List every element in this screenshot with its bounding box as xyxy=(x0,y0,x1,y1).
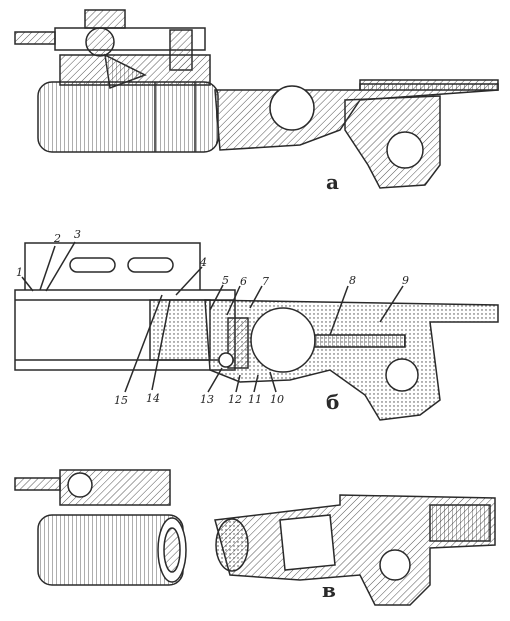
figure-c-caption: в xyxy=(322,578,336,602)
callout-5: 5 xyxy=(222,274,229,287)
callout-7: 7 xyxy=(262,275,269,288)
callout-8: 8 xyxy=(349,274,356,287)
figure-b-caption: б xyxy=(326,390,340,414)
callout-11: 11 xyxy=(248,393,262,406)
callout-3: 3 xyxy=(74,228,81,241)
callout-12: 12 xyxy=(228,393,242,406)
callout-14: 14 xyxy=(146,392,160,405)
figure-c-launcher-disassembled xyxy=(14,469,496,606)
figure-b-launcher-section xyxy=(14,241,499,421)
figure-a-launcher-assembled xyxy=(14,9,499,189)
callout-10: 10 xyxy=(270,393,284,406)
callout-13: 13 xyxy=(200,393,214,406)
callout-2: 2 xyxy=(54,232,61,245)
callout-9: 9 xyxy=(402,274,409,287)
callout-6: 6 xyxy=(240,275,247,288)
callout-1: 1 xyxy=(16,266,23,279)
callout-4: 4 xyxy=(200,256,207,269)
callout-15: 15 xyxy=(114,394,128,407)
figure-a-caption: а xyxy=(326,170,339,194)
